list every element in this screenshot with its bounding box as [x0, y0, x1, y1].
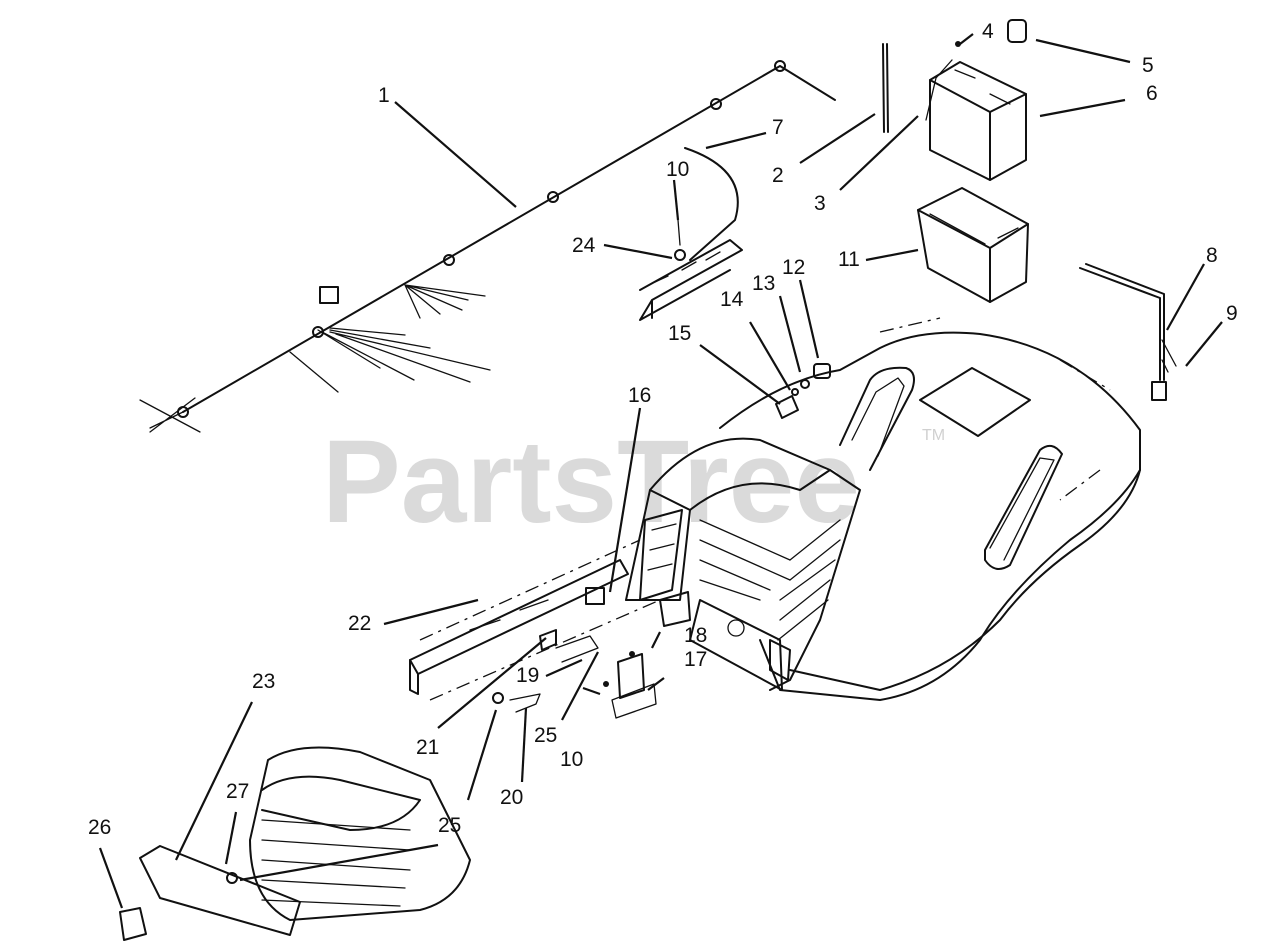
callout-label: 4 — [982, 20, 994, 43]
callout-label: 10 — [560, 748, 583, 771]
callout-label: 9 — [1226, 302, 1238, 325]
callout-label: 14 — [720, 288, 744, 311]
callout-label: 18 — [684, 624, 707, 647]
callout-label: 8 — [1206, 244, 1218, 267]
callout-labels: 1 2 3 4 5 6 7 8 9 10 10 11 12 13 14 15 1… — [88, 20, 1238, 839]
callout-label: 16 — [628, 384, 651, 407]
callout-label: 13 — [752, 272, 775, 295]
battery-part — [929, 61, 1027, 181]
terminal-cap-part — [955, 19, 1027, 47]
callout-label: 19 — [516, 664, 539, 687]
callout-label: 21 — [416, 736, 439, 759]
cable-bracket-part — [639, 147, 743, 321]
watermark-trademark: TM — [922, 427, 945, 444]
hood-grille — [119, 746, 471, 941]
callout-label: 22 — [348, 612, 371, 635]
callout-label: 25 — [534, 724, 557, 747]
callout-label: 20 — [500, 786, 523, 809]
callout-label: 26 — [88, 816, 111, 839]
battery-tray-part — [917, 187, 1029, 303]
switch-hardware-parts — [775, 363, 831, 419]
callout-label: 7 — [772, 116, 784, 139]
callout-label: 1 — [378, 84, 390, 107]
callout-label: 25 — [438, 814, 461, 837]
wire-lead-part — [1079, 263, 1177, 401]
callout-label: 3 — [814, 192, 826, 215]
dash-tower — [625, 437, 861, 691]
fender-body — [719, 317, 1141, 701]
connector-plug — [319, 286, 339, 304]
wiring-harness-part — [139, 60, 836, 433]
side-rail-part — [409, 539, 661, 701]
rod-parts — [882, 43, 953, 133]
callout-label: 11 — [838, 248, 860, 271]
callout-label: 10 — [666, 158, 689, 181]
leader-lines — [98, 33, 1223, 909]
watermark: PartsTree TM — [322, 416, 945, 548]
callout-label: 2 — [772, 164, 784, 187]
callout-label: 23 — [252, 670, 275, 693]
callout-label: 12 — [782, 256, 805, 279]
callout-label: 27 — [226, 780, 249, 803]
callout-label: 17 — [684, 648, 707, 671]
callout-label: 24 — [572, 234, 596, 257]
callout-label: 6 — [1146, 82, 1158, 105]
callout-label: 15 — [668, 322, 691, 345]
callout-label: 5 — [1142, 54, 1154, 77]
watermark-text: PartsTree — [322, 416, 860, 548]
